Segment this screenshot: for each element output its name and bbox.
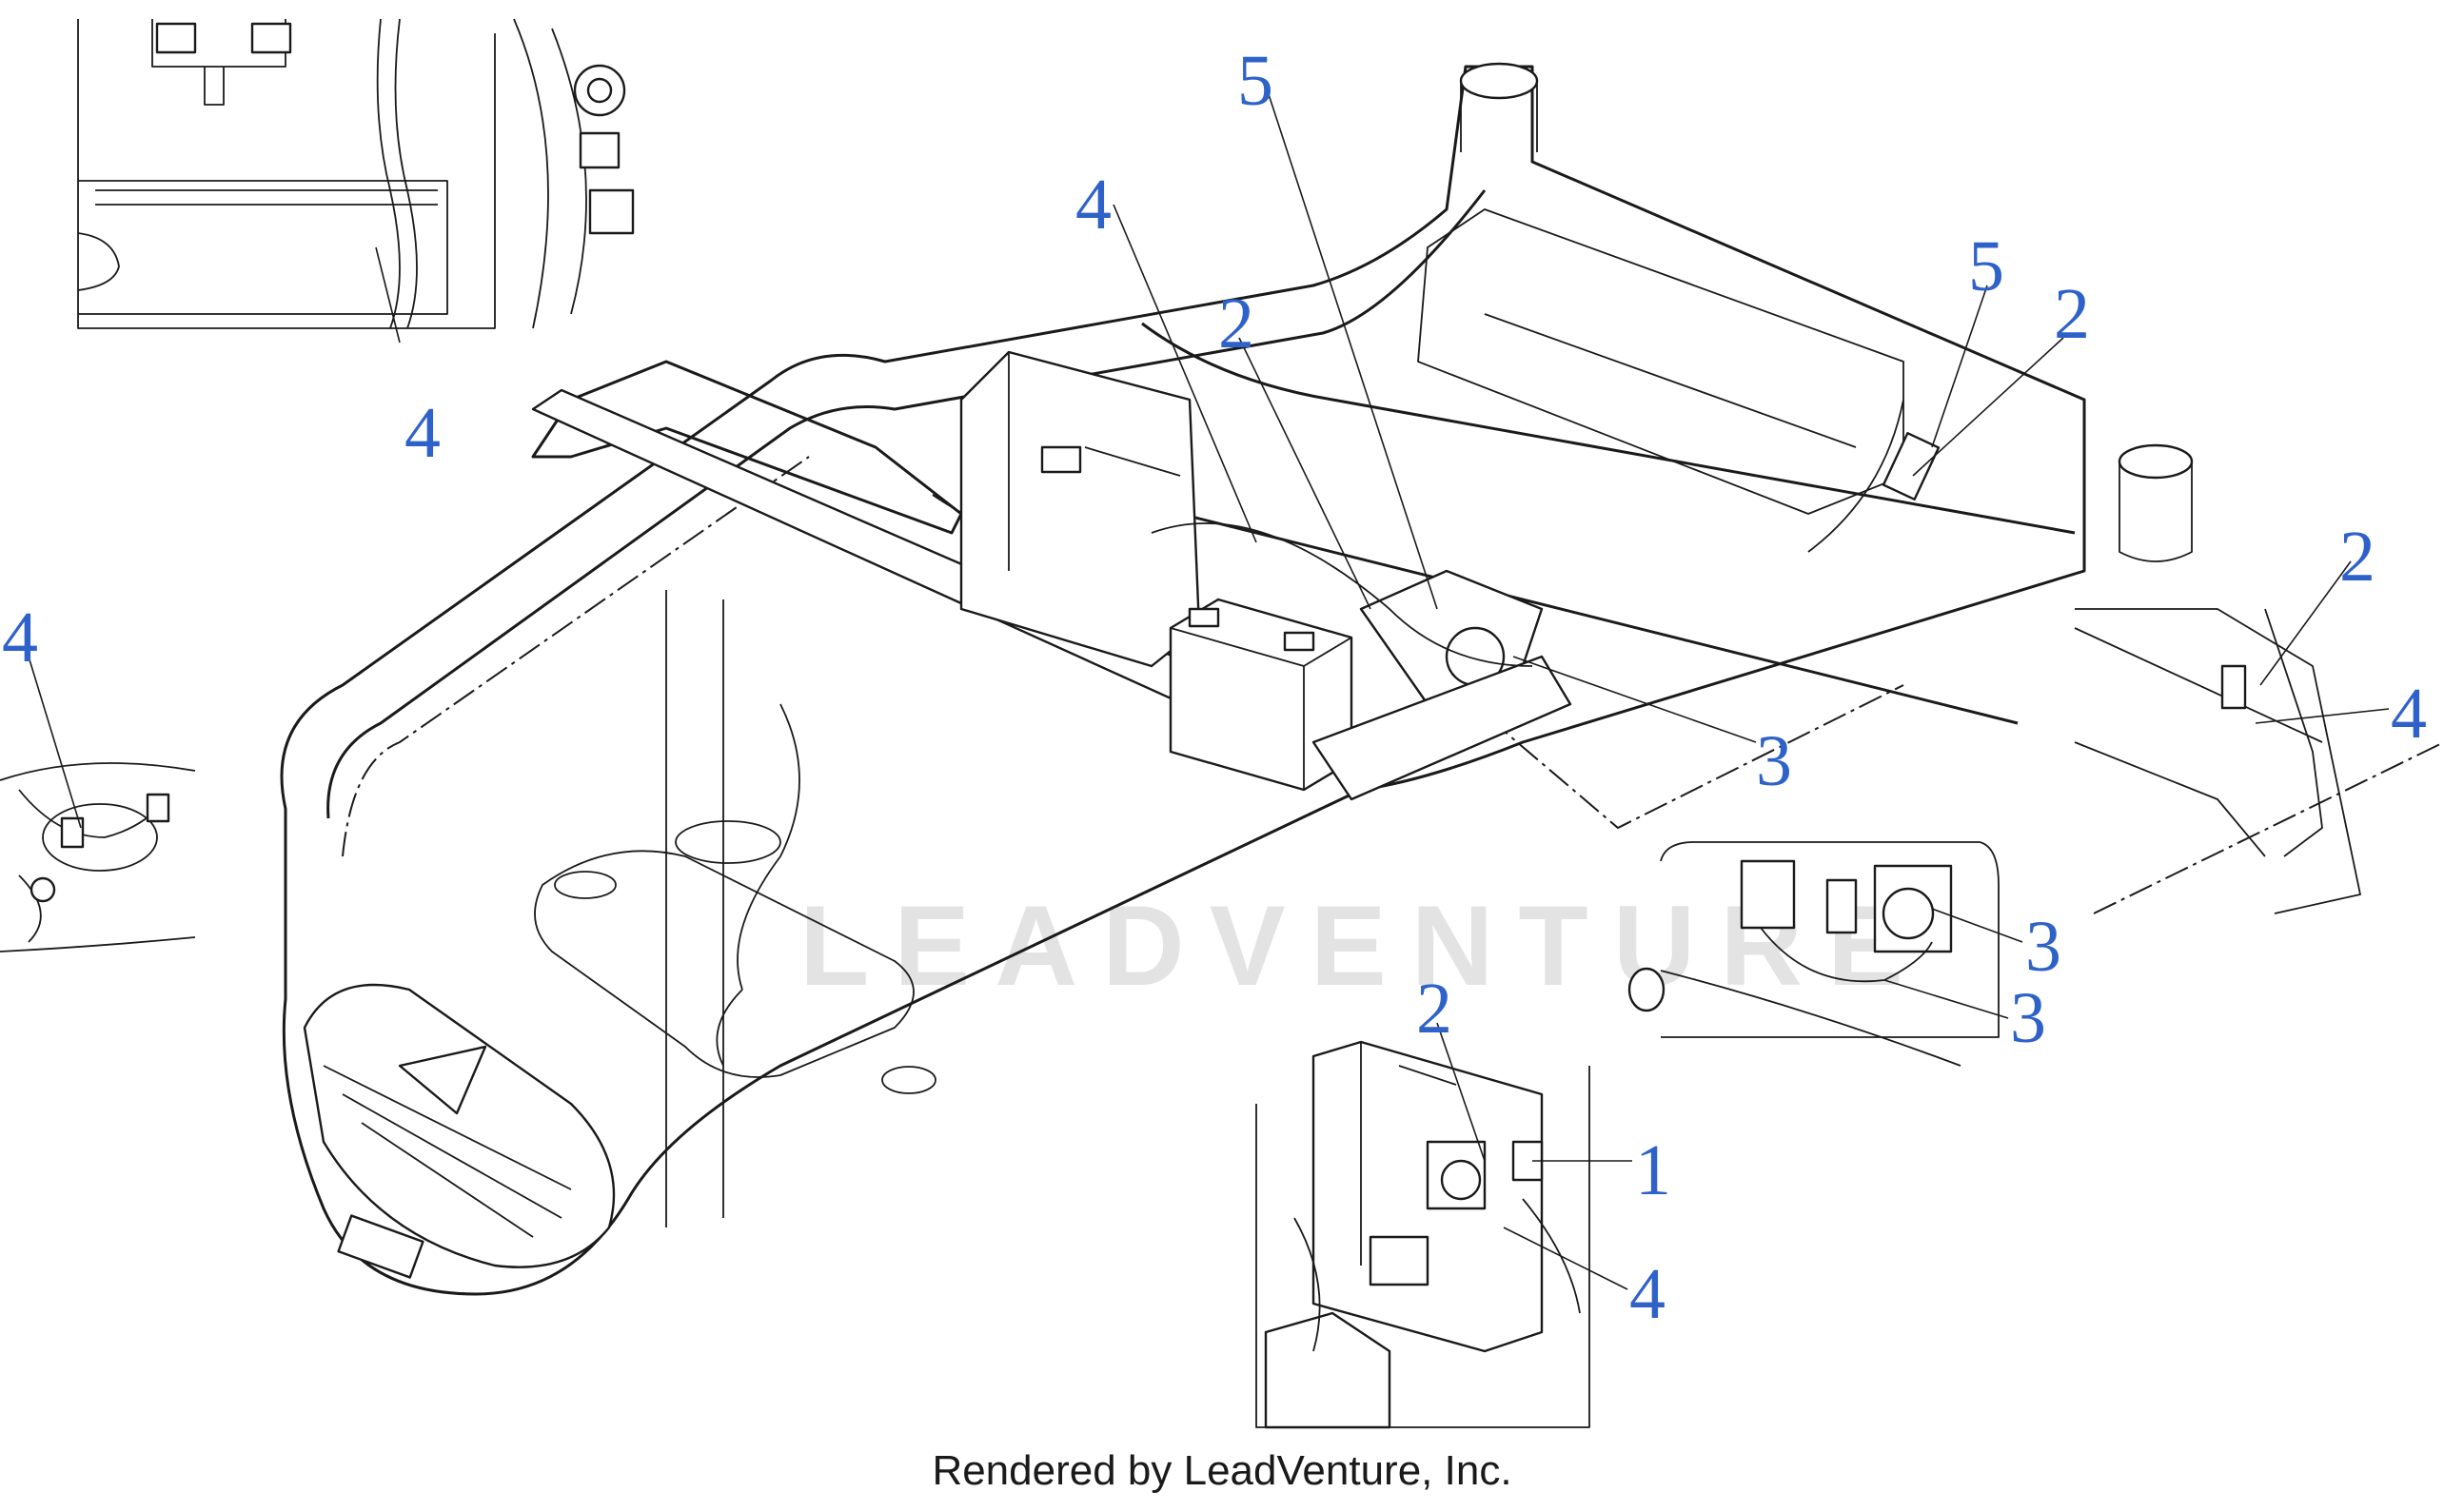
callout-rear-5: 5 [1968, 226, 2004, 306]
callout-right-inset-3b: 3 [2010, 978, 2046, 1058]
callout-right-inset-2: 2 [2339, 517, 2375, 597]
inset-top-left [77, 18, 635, 329]
callout-main-4: 4 [1075, 165, 1112, 245]
callout-bottom-inset-2: 2 [1416, 969, 1452, 1049]
callout-inset-left-4: 4 [2, 598, 38, 677]
callout-bottom-inset-1: 1 [1635, 1130, 1671, 1210]
callout-main-3: 3 [1756, 721, 1792, 801]
callout-inset-top-left-4: 4 [404, 393, 441, 473]
inset-left [0, 762, 196, 952]
callout-right-inset-3a: 3 [2025, 907, 2061, 987]
inset-right-top [2074, 608, 2444, 914]
inset-bottom [1255, 1040, 1590, 1429]
leader-lines [28, 85, 2390, 1290]
watermark-text: LEADVENTURE [799, 882, 1928, 1010]
callout-bottom-inset-4: 4 [1629, 1254, 1665, 1334]
inset-right-middle [1627, 841, 2000, 1067]
callout-main-2: 2 [1218, 284, 1254, 363]
callouts: 4 4 4 5 2 5 2 2 4 3 3 3 2 1 4 [2, 41, 2427, 1334]
tractor-frame [280, 62, 2194, 1296]
callout-main-5: 5 [1237, 41, 1273, 121]
callout-rear-2: 2 [2054, 274, 2090, 354]
footer-credit: Rendered by LeadVenture, Inc. [932, 1447, 1511, 1494]
callout-right-inset-4: 4 [2391, 674, 2427, 754]
